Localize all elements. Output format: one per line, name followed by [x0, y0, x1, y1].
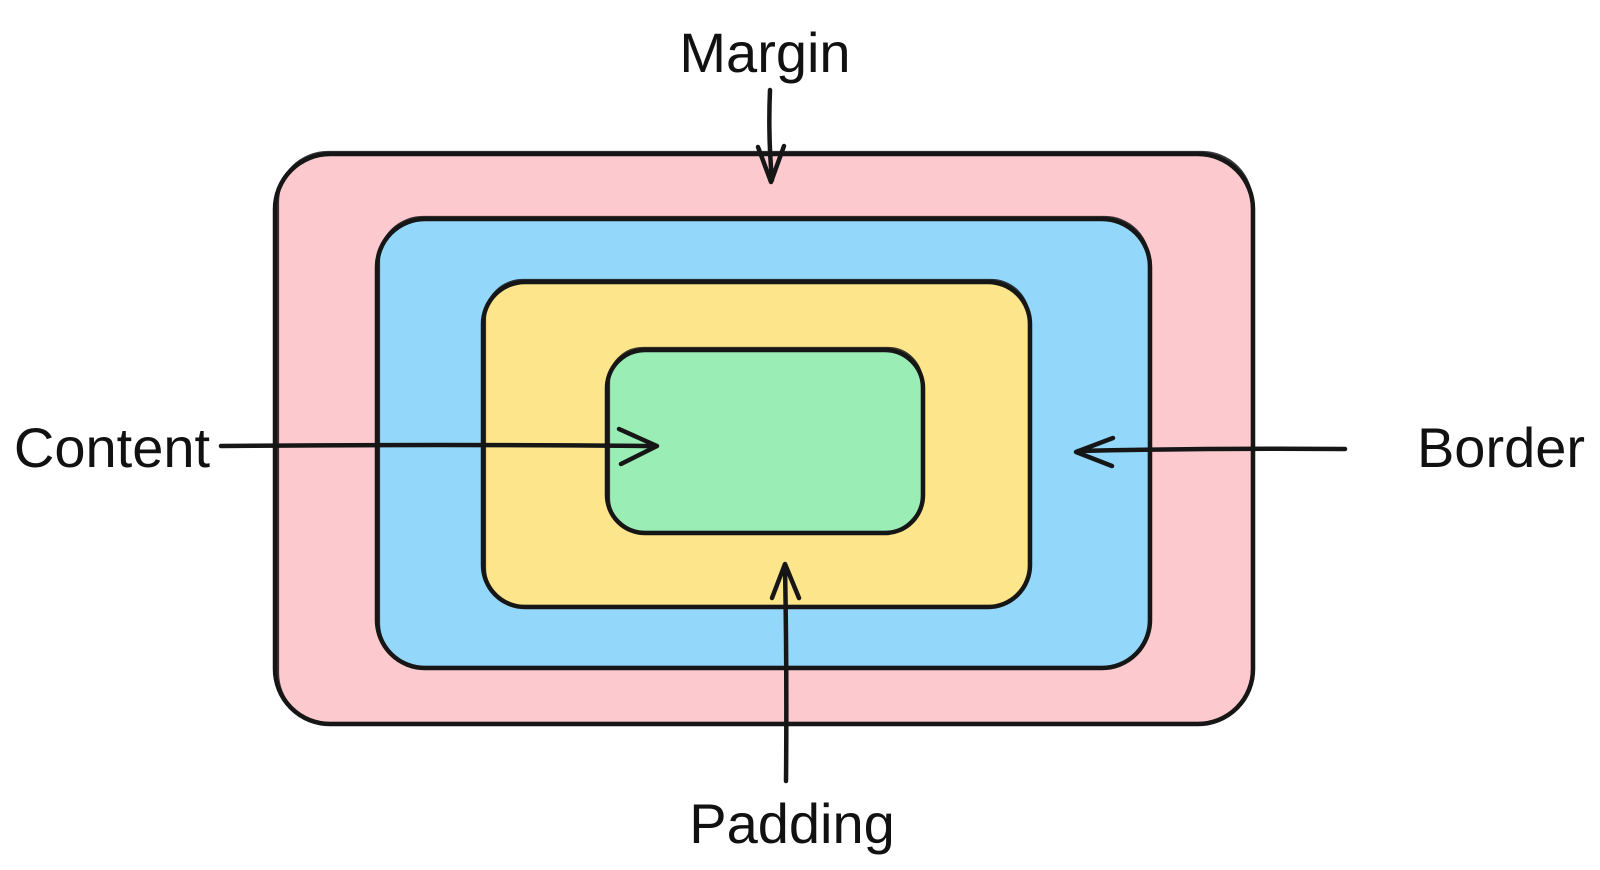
- content-arrow: [218, 426, 660, 467]
- padding-arrow: [769, 561, 802, 784]
- content-label: Content: [14, 416, 211, 479]
- padding-label: Padding: [689, 792, 895, 855]
- content-box-rect: [604, 347, 926, 536]
- border-label: Border: [1417, 416, 1585, 479]
- margin-box-sketch-stroke: [276, 150, 1254, 725]
- margin-arrow: [755, 87, 787, 185]
- margin-label: Margin: [679, 21, 850, 84]
- border-box-sketch-stroke: [377, 215, 1151, 669]
- content-box: [604, 346, 926, 536]
- border-arrow: [1073, 435, 1348, 469]
- content-box-sketch-stroke: [607, 346, 924, 534]
